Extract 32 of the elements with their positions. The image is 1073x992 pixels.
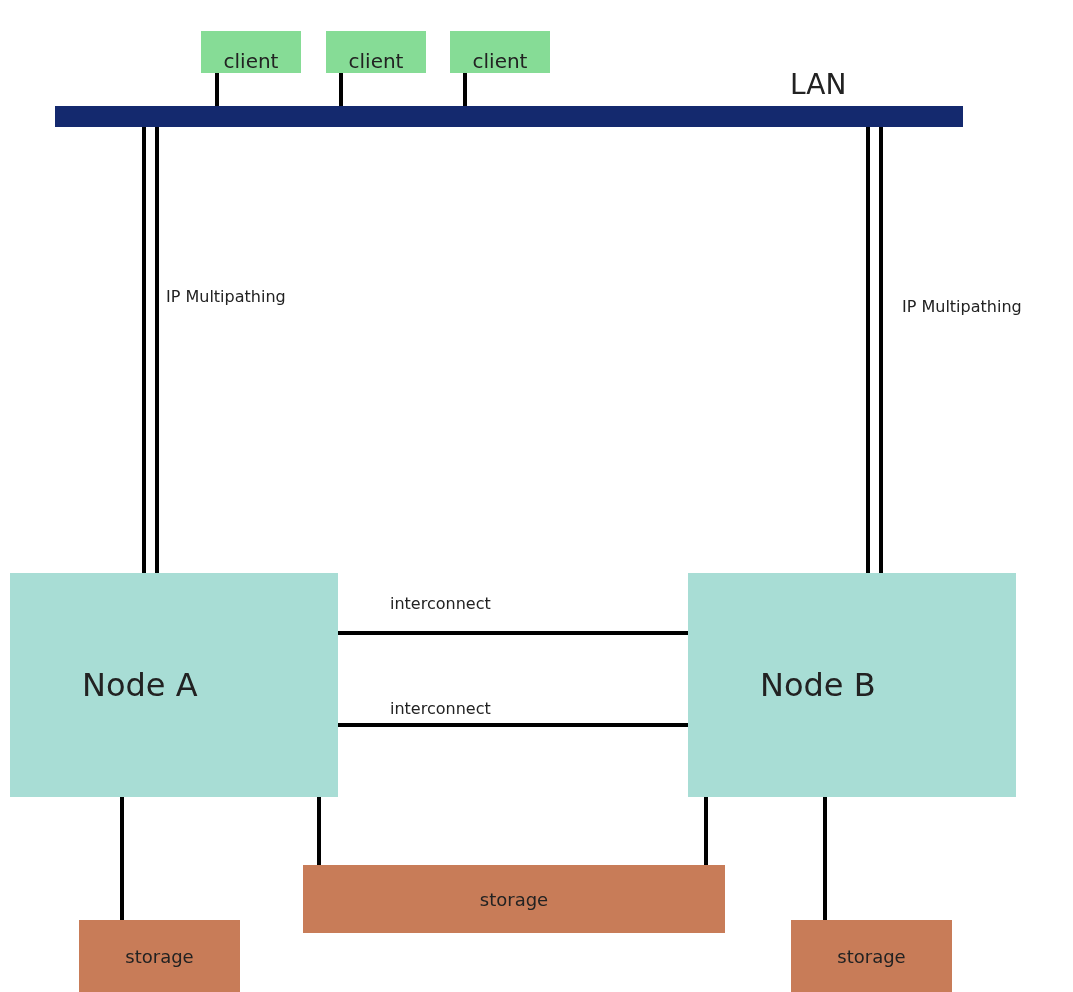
node-label: Node B	[760, 666, 876, 704]
node-label: storage	[837, 945, 906, 967]
server-box	[10, 573, 338, 797]
connector-line	[879, 127, 883, 573]
node-label: storage	[479, 888, 549, 910]
client-box	[450, 31, 550, 73]
node-label: client	[223, 49, 279, 73]
edge-label: IP Multipathing	[900, 297, 1024, 316]
network-label: LAN	[790, 68, 847, 101]
connector-line	[823, 797, 827, 920]
server-box	[688, 573, 1016, 797]
storage-box	[303, 865, 725, 933]
connector-line	[215, 73, 219, 106]
connector-line	[338, 631, 688, 635]
connector-line	[463, 73, 467, 106]
node-label: storage	[125, 945, 194, 967]
connector-line	[704, 797, 708, 865]
connector-line	[155, 127, 159, 573]
edge-label: IP Multipathing	[164, 287, 288, 306]
connector-line	[120, 797, 124, 920]
client-box	[201, 31, 301, 73]
node-label: client	[348, 49, 404, 73]
node-label: client	[472, 49, 528, 73]
connector-line	[866, 127, 870, 573]
storage-box	[791, 920, 952, 992]
connector-line	[142, 127, 146, 573]
connector-line	[317, 797, 321, 865]
connector-line	[338, 723, 688, 727]
client-box	[326, 31, 426, 73]
node-label: Node A	[82, 666, 198, 704]
storage-box	[79, 920, 240, 992]
connector-line	[339, 73, 343, 106]
